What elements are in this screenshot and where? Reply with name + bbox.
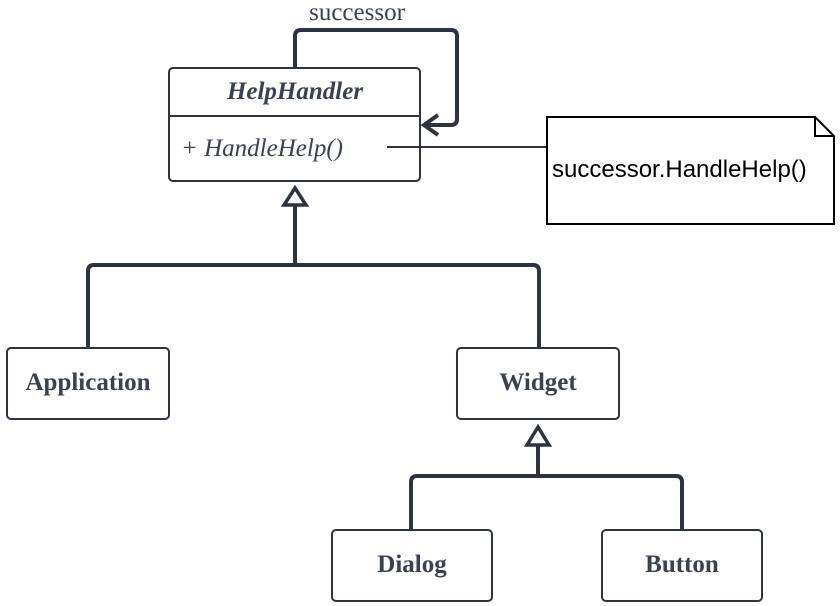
note-successor-handlehelp: successor.HandleHelp() [546, 116, 835, 225]
note-text: successor.HandleHelp() [552, 156, 807, 183]
class-helphandler: HelpHandler + HandleHelp() [168, 67, 421, 182]
method-handlehelp: + HandleHelp() [181, 135, 343, 162]
class-button: Button [601, 529, 763, 602]
class-name-widget: Widget [499, 369, 577, 396]
generalization-arrowhead-widget [523, 423, 553, 447]
generalization-helphandler-edges [86, 205, 541, 348]
class-name-application: Application [25, 369, 150, 396]
class-name-helphandler: HelpHandler [226, 78, 363, 105]
generalization-widget-edges [409, 445, 684, 530]
successor-label: successor [309, 0, 405, 26]
class-name-button: Button [645, 551, 719, 578]
note-folded-corner [814, 117, 834, 137]
class-dialog: Dialog [331, 529, 493, 602]
class-application: Application [6, 347, 170, 420]
association-arrowhead [420, 113, 440, 137]
class-widget: Widget [456, 347, 620, 420]
generalization-arrowhead-helphandler [280, 184, 310, 207]
successor-self-association [293, 28, 459, 127]
class-name-dialog: Dialog [377, 551, 447, 578]
